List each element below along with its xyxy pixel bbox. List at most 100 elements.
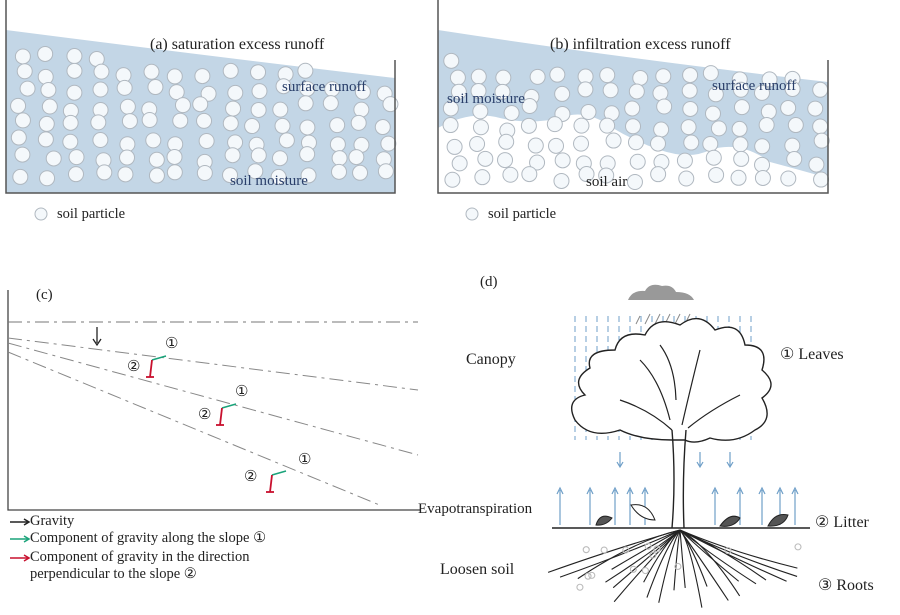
roots-label: ③ Roots — [818, 577, 874, 594]
soil-particle — [196, 165, 213, 182]
soil-particle — [39, 170, 56, 187]
soil-particle — [702, 135, 719, 152]
soil-particle — [503, 104, 520, 121]
soil-particle — [731, 120, 748, 137]
tree-branches — [619, 344, 741, 431]
soil-particle — [656, 98, 673, 115]
soil-particle — [494, 83, 511, 100]
soil-particle — [67, 166, 84, 183]
soil-particle — [198, 132, 215, 149]
soil-particle — [66, 48, 83, 65]
soil-particle — [297, 95, 314, 112]
soil-particle — [348, 149, 365, 166]
canopy-label: Canopy — [466, 351, 516, 368]
slope1-marker-1: ① — [165, 336, 179, 352]
soil-particle — [469, 135, 486, 152]
soil-particle — [760, 103, 777, 120]
soil-particle — [119, 98, 136, 115]
roots-icon — [547, 529, 802, 608]
soil-particle — [274, 117, 291, 134]
root — [577, 529, 681, 580]
soil-particle — [331, 150, 348, 167]
soil-particle — [705, 149, 722, 166]
soil-particle — [808, 156, 825, 173]
along-slope-arrow — [151, 355, 167, 361]
soil-particle — [166, 148, 183, 165]
soil-particle — [374, 119, 391, 136]
slope-line-2 — [7, 342, 419, 456]
soil-particle — [14, 112, 31, 129]
soil-particle — [38, 115, 55, 132]
soil-particle — [66, 62, 83, 79]
soil-particle — [37, 131, 54, 148]
soil-particle — [674, 562, 682, 570]
soil-particle — [168, 84, 185, 101]
drip-arrow — [696, 452, 704, 469]
soil-particle — [62, 114, 79, 131]
soil-particle — [807, 100, 824, 117]
soil-particle — [14, 48, 31, 65]
soil-particle — [813, 132, 830, 149]
soil-particle — [143, 63, 160, 80]
soil-particle — [222, 115, 239, 132]
panel-a-container — [5, 0, 399, 221]
soil-particle — [92, 81, 109, 98]
soil-particle — [600, 546, 608, 554]
drip-arrow — [616, 452, 624, 469]
slope2-marker-2: ② — [198, 407, 212, 423]
soil-particle — [477, 150, 494, 167]
soil-particle — [247, 163, 264, 180]
soil-particle — [450, 83, 467, 100]
panel-a-particles — [10, 45, 399, 187]
panel-d-tree-diagram — [547, 284, 810, 608]
soil-particle — [704, 105, 721, 122]
soil-particle — [682, 100, 699, 117]
evap-arrowhead — [758, 486, 766, 495]
root — [547, 529, 681, 573]
root — [559, 529, 681, 578]
soil-particle — [794, 543, 802, 551]
soil-particle — [192, 96, 209, 113]
legend-gravity-arrow-icon — [10, 518, 31, 526]
soil-particle — [10, 129, 27, 146]
soil-particle — [299, 119, 316, 136]
soil-particle — [474, 169, 491, 186]
soil-particle — [599, 67, 616, 84]
soil-particle — [353, 101, 370, 118]
soil-particle — [632, 69, 649, 86]
soil-particle — [451, 155, 468, 172]
soil-particle — [780, 170, 797, 187]
soil-particle — [602, 82, 619, 99]
soil-particle — [650, 166, 667, 183]
panel-b-surface-runoff-label: surface runoff — [712, 78, 797, 94]
slope1-marker-2: ② — [127, 359, 141, 375]
legend-perpendicular-arrow-icon — [10, 554, 31, 562]
evap-arrowhead — [711, 486, 719, 495]
soil-particle — [754, 169, 771, 186]
legend-along-slope-label: Component of gravity along the slope ① — [30, 530, 267, 546]
soil-particle — [707, 86, 724, 103]
soil-particle — [678, 170, 695, 187]
soil-particle — [549, 66, 566, 83]
slope-line-1 — [7, 337, 419, 391]
root — [673, 529, 681, 591]
legend-along-slope-arrow-icon — [10, 535, 31, 543]
soil-particle — [278, 132, 295, 149]
root — [679, 529, 740, 582]
soil-particle — [96, 164, 113, 181]
soil-particle — [250, 101, 267, 118]
soil-particle — [650, 135, 667, 152]
root — [679, 529, 798, 577]
soil-particle — [19, 80, 36, 97]
soil-particle — [680, 119, 697, 136]
panel-b-container — [437, 0, 830, 221]
soil-particle — [352, 164, 369, 181]
soil-particle — [116, 79, 133, 96]
soil-particle — [119, 136, 136, 153]
soil-particle — [622, 546, 630, 554]
soil-particle — [250, 147, 267, 164]
soil-particle — [649, 551, 657, 559]
soil-particle — [733, 150, 750, 167]
evap-arrowhead — [736, 486, 744, 495]
panel-d-title: (d) — [480, 274, 498, 290]
